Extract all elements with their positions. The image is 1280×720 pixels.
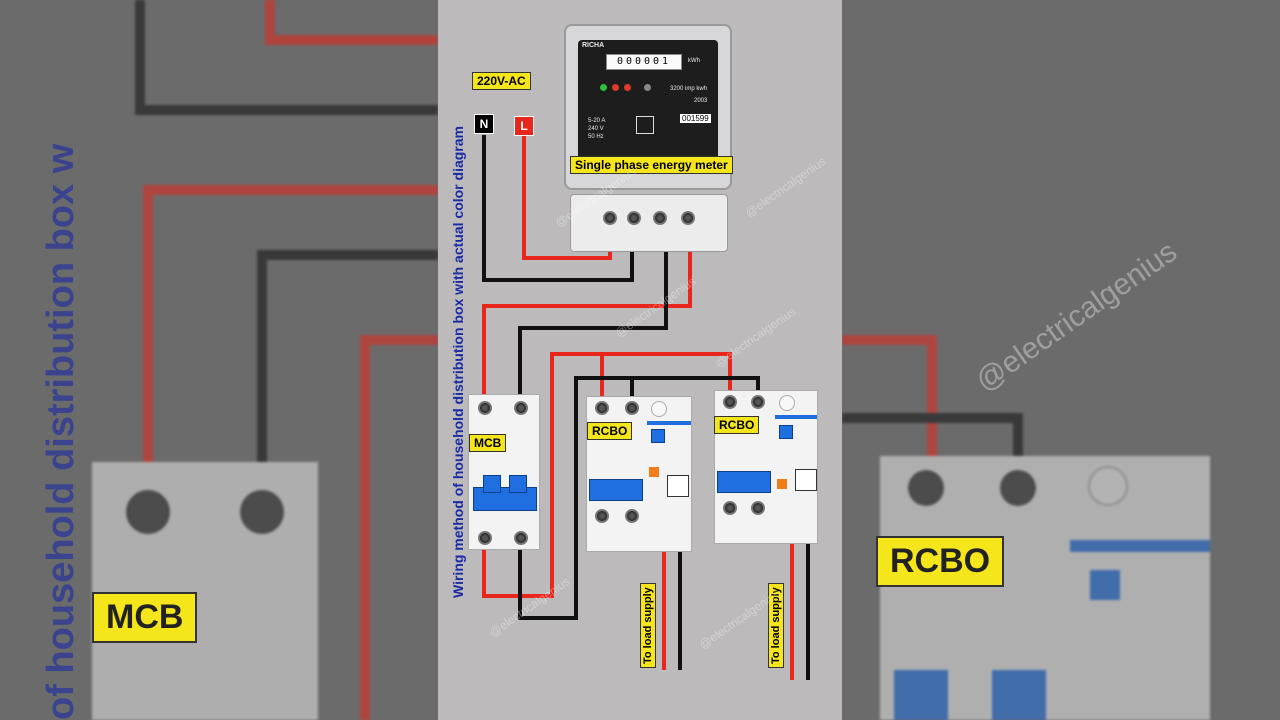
rcbo-test-button: [779, 395, 795, 411]
mcb-label: MCB: [469, 434, 507, 452]
background-screw: [240, 490, 284, 534]
background-screw: [126, 490, 170, 534]
meter-rating: 5-20 A: [588, 118, 606, 124]
meter-reading: 000001: [606, 54, 682, 70]
rcbo-terminal-screw: [625, 509, 639, 523]
background-rcbo-label: RCBO: [876, 536, 1005, 587]
rcbo-terminal-screw: [723, 395, 737, 409]
mcb-lever: [509, 475, 527, 493]
qr-code-icon: [795, 469, 817, 491]
mcb-terminal-screw: [478, 401, 492, 415]
rcbo-1-label: RCBO: [587, 422, 633, 440]
mcb-terminal-screw: [514, 401, 528, 415]
meter-face: RICHA 000001 kWh 3200 imp kwh 2003 5-20 …: [578, 40, 718, 162]
mcb-lever: [483, 475, 501, 493]
background-test-button: [1088, 466, 1128, 506]
mcb-breaker: [468, 394, 540, 550]
meter-frequency: 50 Hz: [588, 134, 604, 140]
rcbo-toggle: [589, 479, 643, 501]
background-blue-strip: [1070, 540, 1210, 552]
meter-cover: RICHA 000001 kWh 3200 imp kwh 2003 5-20 …: [564, 24, 733, 190]
background-title-fragment: of household distribution box w: [40, 143, 82, 720]
meter-constant: 3200 imp kwh: [670, 86, 708, 92]
eplt-led: [624, 84, 631, 91]
meter-label: Single phase energy meter: [570, 156, 733, 174]
rcbo-terminal-screw: [751, 395, 765, 409]
background-mcb-body: [92, 462, 318, 720]
meter-brand: RICHA: [582, 42, 605, 49]
supply-label: 220V-AC: [472, 72, 531, 90]
meter-terminal-screw: [681, 211, 695, 225]
rcbo-terminal-screw: [751, 501, 765, 515]
background-left: MCB of household distribution box w: [0, 0, 438, 720]
rcbo-terminal-screw: [595, 509, 609, 523]
cal-led: [644, 84, 651, 91]
mcb-terminal-screw: [478, 531, 492, 545]
meter-terminal-block: [570, 194, 728, 252]
power-led: [600, 84, 607, 91]
diagram-title: Wiring method of household distribution …: [450, 126, 466, 598]
background-toggle: [992, 670, 1046, 720]
meter-terminal-screw: [603, 211, 617, 225]
neutral-tag: N: [474, 114, 494, 134]
energy-meter: RICHA 000001 kWh 3200 imp kwh 2003 5-20 …: [564, 24, 733, 252]
background-right: RCBO @electricalgenius: [842, 0, 1280, 720]
qr-code-icon: [667, 475, 689, 497]
rcbo-2: [714, 390, 818, 544]
wiring-diagram: RICHA 000001 kWh 3200 imp kwh 2003 5-20 …: [438, 0, 842, 720]
rcbo-terminal-screw: [625, 401, 639, 415]
rcbo-blue-strip: [775, 415, 817, 419]
rcbo-reset-button: [651, 429, 665, 443]
background-mcb-label: MCB: [92, 592, 198, 643]
mcb-terminal-screw: [514, 531, 528, 545]
meter-serial: 001599: [680, 114, 711, 123]
rcbo-1: [586, 396, 692, 552]
isi-mark-icon: [636, 116, 654, 134]
rcbo-indicator: [649, 467, 659, 477]
meter-year: 2003: [694, 98, 708, 104]
rev-led: [612, 84, 619, 91]
wire-live-mcb-bus: [482, 352, 732, 598]
rcbo-reset-button: [779, 425, 793, 439]
background-left-wires: [135, 0, 438, 720]
meter-terminal-screw: [627, 211, 641, 225]
meter-voltage: 240 V: [588, 126, 604, 132]
wire-neutral-mcb-bus: [518, 376, 760, 620]
background-screw: [908, 470, 944, 506]
rcbo-test-button: [651, 401, 667, 417]
background-blue-button: [1090, 570, 1120, 600]
rcbo-blue-strip: [647, 421, 691, 425]
rcbo-terminal-screw: [723, 501, 737, 515]
live-tag: L: [514, 116, 534, 136]
wire-live-meter-mcb: [482, 212, 692, 405]
background-screw: [1000, 470, 1036, 506]
meter-unit: kWh: [688, 58, 700, 64]
rcbo-terminal-screw: [595, 401, 609, 415]
wire-neutral-meter-mcb: [518, 212, 668, 405]
rcbo-toggle: [717, 471, 771, 493]
rcbo-indicator: [777, 479, 787, 489]
background-toggle: [894, 670, 948, 720]
rcbo-2-label: RCBO: [714, 416, 760, 434]
meter-terminal-screw: [653, 211, 667, 225]
load-1-label: To load supply: [640, 583, 656, 668]
